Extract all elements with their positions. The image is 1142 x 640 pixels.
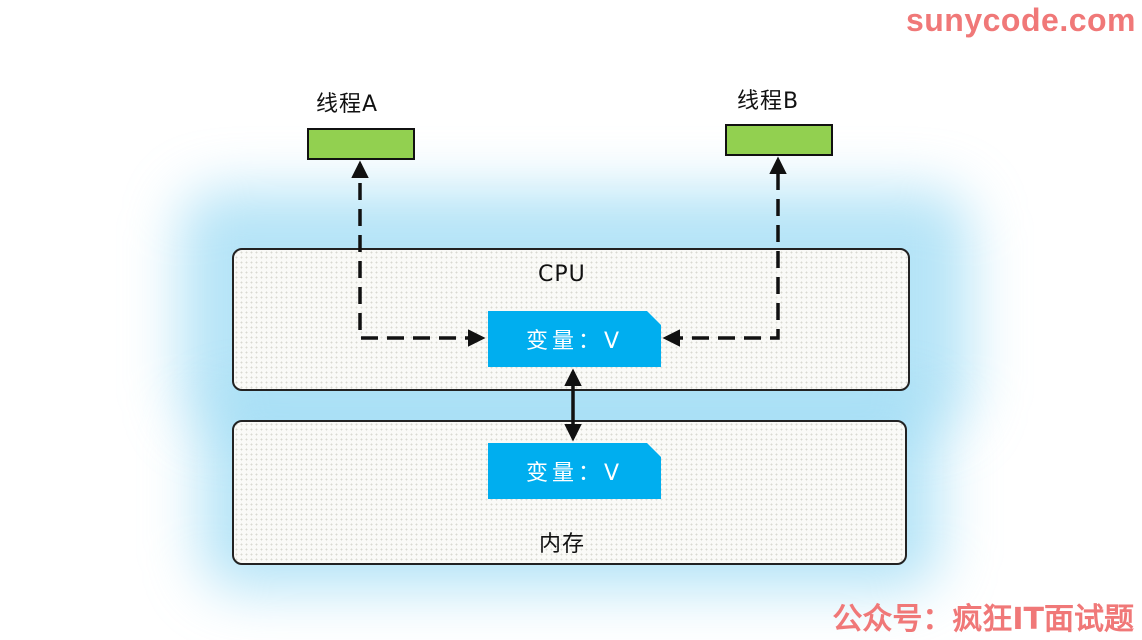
memory-label: 内存 bbox=[539, 532, 586, 557]
cpu-label: CPU bbox=[538, 262, 586, 287]
memory-panel: 内存 bbox=[232, 420, 907, 565]
cpu-variable-box: 变量：V bbox=[488, 311, 661, 367]
watermark-account: 公众号：疯狂IT面试题 bbox=[832, 602, 1134, 637]
memory-variable-box: 变量：V bbox=[488, 443, 661, 499]
thread-b-label: 线程B bbox=[737, 89, 800, 114]
thread-a-arrow bbox=[351, 160, 486, 347]
thread-a-box bbox=[307, 128, 415, 160]
watermark-site: sunycode.com bbox=[905, 2, 1136, 38]
thread-a-label: 线程A bbox=[316, 92, 379, 117]
thread-b-box bbox=[725, 124, 833, 156]
thread-b-arrow bbox=[662, 156, 787, 347]
